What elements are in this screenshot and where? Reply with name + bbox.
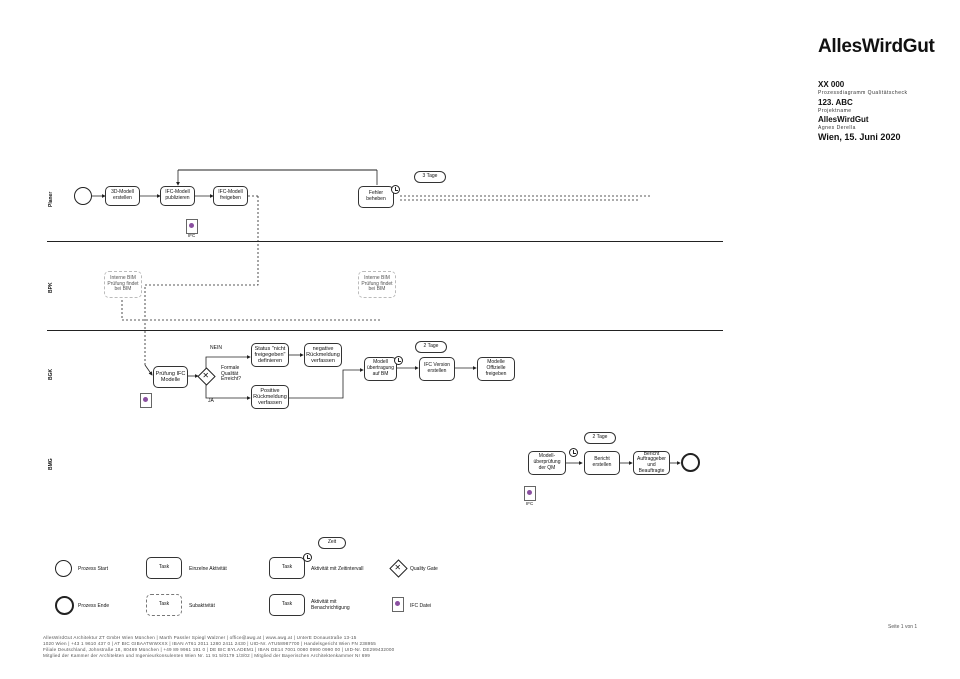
lane-label-bmg: BMG (48, 458, 54, 470)
ifc-file-label: IFC (526, 501, 534, 506)
legend-notify-box: Task (269, 594, 305, 616)
legend-timed-box: Task (269, 557, 305, 579)
ifc-file-icon (186, 219, 198, 234)
task-create-report[interactable]: Bericht erstellen (584, 451, 620, 475)
project-number: XX 000 (818, 80, 845, 89)
ifc-file-icon (524, 486, 536, 501)
project-code: 123. ABC (818, 98, 853, 107)
legend-ifc-data: IFC Datei (410, 603, 432, 609)
task-set-not-released[interactable]: Status "nicht freigegeben" definieren (251, 343, 289, 367)
task-negative-feedback[interactable]: negative Rückmeldung verfassen (304, 343, 342, 367)
timer-icon (303, 553, 312, 562)
author-name: Agnes Derella (818, 125, 856, 131)
footer-line-4: Mitglied der Kammer der Architekten und … (43, 653, 371, 658)
ghost-task-bim-check-2: Interne BIM Prüfung findet bei BIM (358, 271, 396, 298)
lane-label-bgk: BGK (48, 368, 54, 380)
task-positive-feedback[interactable]: Positive Rückmeldung verfassen (251, 385, 289, 409)
task-check-ifc-models[interactable]: Prüfung IFC Modelle (153, 366, 188, 388)
lane-separator (47, 241, 723, 242)
document-date: Wien, 15. Juni 2020 (818, 132, 901, 142)
task-publish-ifc-model[interactable]: IFC-Modell publizieren (160, 186, 195, 206)
legend-timed-note: Zeit (318, 537, 346, 549)
project-name-label: Projektname (818, 108, 852, 114)
process-end-event[interactable] (681, 453, 700, 472)
footer-line-2: 1020 Wien | +43 1 9610 437 0 | AT BIC GI… (43, 641, 377, 646)
timer-note-bubble: 2 Tage (584, 432, 616, 444)
task-create-3d-model[interactable]: 3D-Modell erstellen (105, 186, 140, 206)
timer-note-bubble: 2 Tage (415, 341, 447, 353)
legend-subtask-box: Task (146, 594, 182, 616)
company-logo: AllesWirdGut (818, 36, 935, 57)
legend-process-end: Prozess Ende (78, 603, 110, 609)
task-fix-errors[interactable]: Fehler beheben (358, 186, 394, 208)
footer-line-3: Filiale Deutschland, Johnstraße 18, 8046… (43, 647, 395, 652)
legend-ifc-file-icon (392, 597, 404, 612)
legend-timed-activity: Aktivität mit Zeitintervall (311, 566, 364, 572)
legend-subtask: Subaktivität (189, 603, 215, 609)
task-official-release[interactable]: Modelle Offizielle freigeben (477, 357, 515, 381)
gateway-no-label: NEIN (210, 345, 222, 351)
timer-icon (569, 448, 578, 457)
lane-label-planer: Planer (48, 191, 54, 207)
legend-process-start: Prozess Start (78, 566, 109, 572)
legend-task-box: Task (146, 557, 182, 579)
task-send-report[interactable]: Bericht Auftraggeber und Beauftragte (633, 451, 670, 475)
gateway-label: Formale Qualität Erreicht? (221, 365, 242, 382)
timer-icon (394, 356, 403, 365)
legend-end-event (55, 596, 74, 615)
gateway-yes-label: JA (208, 398, 214, 404)
process-start-event[interactable] (74, 187, 92, 205)
legend-notify-activity: Aktivität mit Benachrichtigung (311, 599, 350, 611)
timer-note-bubble: 3 Tage (414, 171, 446, 183)
task-model-transfer[interactable]: Modell übertragung auf BM (364, 357, 397, 381)
lane-label-bpk: BPK (48, 282, 54, 293)
ghost-task-bim-check-1: Interne BIM Prüfung findet bei BIM (104, 271, 142, 298)
legend-start-event (55, 560, 72, 577)
lane-separator (47, 330, 723, 331)
legend-quality-gate: Quality Gate (410, 566, 438, 572)
task-create-ifc-version[interactable]: IFC Version erstellen (419, 357, 455, 381)
page-number: Seite 1 von 1 (888, 624, 918, 630)
ifc-file-icon (140, 393, 152, 408)
company-name: AllesWirdGut (818, 115, 869, 124)
ifc-file-label: IFC (188, 233, 196, 238)
document-title: Prozessdiagramm Qualitätscheck (818, 90, 908, 96)
task-model-review[interactable]: Modell-überprüfung der QM (528, 451, 566, 475)
legend-single-activity: Einzelne Aktivität (189, 566, 227, 572)
task-release-ifc-model[interactable]: IFC-Modell freigeben (213, 186, 248, 206)
timer-icon (391, 185, 400, 194)
footer-line-1: AllesWirdGut Architektur ZT GmbH Wien Mü… (43, 635, 357, 640)
